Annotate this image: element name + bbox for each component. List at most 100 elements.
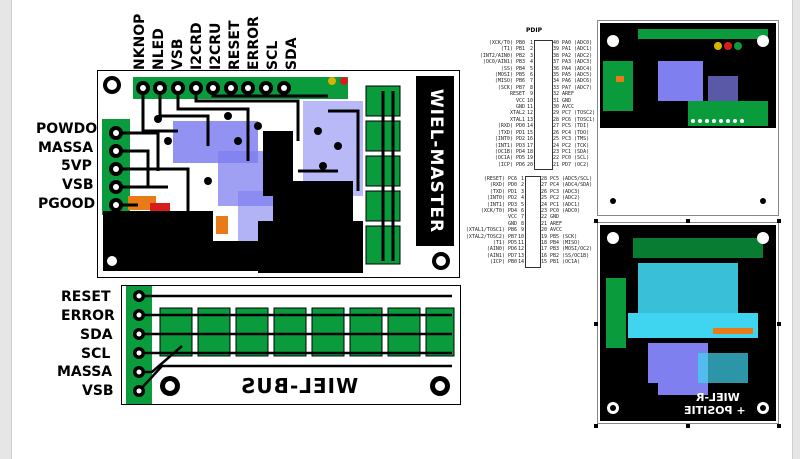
left-label-powdo: POWDO: [36, 121, 98, 137]
thumb2-artwork: [600, 225, 776, 421]
top-label-scl: SCL: [265, 40, 281, 70]
pin-label: (SS) PB4: [500, 65, 525, 72]
main-board-artwork: [102, 76, 454, 273]
top-label-i2crd: I2CRD: [189, 22, 205, 70]
pin-label: 26: [541, 188, 548, 195]
chip2-body: [525, 176, 541, 268]
pin-label: (RESET) PC6: [483, 176, 517, 182]
pin-label: PB5 (SCK): [550, 233, 578, 240]
pin-label: (T1) PB1: [500, 46, 525, 53]
pin-label: 19: [526, 155, 533, 162]
pin-label: 15: [526, 129, 533, 136]
pin-label: 11: [526, 104, 533, 111]
pin-label: (XCK/T0) PB0: [488, 40, 525, 46]
pin-label: 3: [529, 52, 533, 59]
pin-label: (AIN1) PD7: [486, 252, 517, 259]
pin-label: (INT0) PD2: [486, 195, 517, 202]
top-label-nled: NLED: [151, 28, 167, 70]
pin-label: (INT2/AIN0) PB2: [479, 52, 525, 59]
pin-label: GND: [550, 214, 560, 221]
top-label-reset: RESET: [227, 20, 243, 70]
page-edge-left: [0, 0, 12, 459]
pin-label: 30: [553, 104, 560, 111]
pin-label: 22: [541, 214, 548, 221]
pin-label: 10: [526, 97, 533, 104]
pin-label: 12: [526, 110, 533, 117]
pin-label: 4: [529, 59, 533, 66]
chip1-title: PDIP: [526, 27, 543, 34]
top-label-error: ERROR: [246, 16, 262, 70]
bus-board-title: WIEL-BUS: [240, 374, 359, 398]
pin-label: 29: [553, 110, 560, 117]
top-label-vsb: VSB: [170, 38, 186, 70]
pin-label: (XCK/T0) PD4: [480, 208, 517, 215]
pin-label: 2: [520, 182, 524, 189]
pin-label: PA6 (ADC6): [562, 78, 593, 85]
pin-label: (TXD) PD1: [497, 129, 525, 136]
handle-bl[interactable]: [594, 424, 598, 428]
chip2-right-pins: PC5 (ADC5/SCL)PC4 (ADC4/SDA)PC3 (ADC3)PC…: [550, 176, 600, 266]
pin-label: 34: [553, 78, 560, 85]
bus-label-vsb: VSB: [82, 383, 114, 399]
pin-label: (MISO) PB6: [494, 78, 525, 85]
pin-label: 18: [526, 148, 533, 155]
pin-label: 28: [541, 176, 548, 182]
main-board[interactable]: WIEL-MASTER: [97, 70, 460, 278]
bus-board-artwork: [126, 286, 455, 404]
pin-label: (RXD) PD0: [497, 123, 525, 130]
pin-label: XTAL2: [509, 110, 525, 117]
pin-label: 26: [553, 129, 560, 136]
pin-label: 15: [541, 259, 548, 266]
pin-label: 31: [553, 97, 560, 104]
pin-label: 14: [526, 123, 533, 130]
pin-label: 6: [520, 208, 524, 215]
pin-label: 17: [541, 246, 548, 253]
pin-label: 27: [541, 182, 548, 189]
pin-label: PC6 (TOSC1): [562, 116, 596, 123]
pin-label: 3: [520, 188, 524, 195]
handle-tm[interactable]: [686, 219, 690, 223]
top-label-nknop: NKNOP: [132, 13, 148, 70]
pin-label: PB3 (MOSI/OC2): [550, 246, 593, 253]
left-label-vsb: VSB: [62, 177, 94, 193]
pin-label: 21: [553, 161, 560, 168]
chip1-body: [534, 40, 553, 170]
pin-label: PB1 (OC1A): [550, 259, 581, 266]
pin-label: PC5 (ADC5/SCL): [550, 176, 593, 182]
handle-bm[interactable]: [686, 424, 690, 428]
pin-label: GND: [515, 104, 525, 111]
pin-label: (OC1A) PD5: [494, 155, 525, 162]
pin-label: 16: [541, 252, 548, 259]
thumb-board-2[interactable]: WIEL-R + POSITIE: [597, 222, 779, 424]
handle-br[interactable]: [777, 424, 781, 428]
handle-tl[interactable]: [594, 219, 598, 223]
handle-tr[interactable]: [777, 219, 781, 223]
pin-label: 32: [553, 91, 560, 98]
pin-label: 2: [529, 46, 533, 53]
pin-label: AREF: [562, 91, 575, 98]
thumb-board-1[interactable]: [597, 20, 779, 216]
handle-ml[interactable]: [594, 322, 598, 326]
pin-label: (XTAL2/TOSC2) PB7: [465, 233, 517, 240]
pin-label: 12: [517, 246, 524, 253]
pin-label: PD7 (OC2): [562, 161, 590, 168]
pin-label: PC3 (TMS): [562, 136, 590, 143]
pin-label: PA1 (ADC1): [562, 46, 593, 53]
pin-label: 14: [517, 259, 524, 266]
chip2-left-pins: (RESET) PC6(RXD) PD0(TXD) PD1(INT0) PD2(…: [462, 176, 517, 266]
pin-label: 23: [553, 148, 560, 155]
pin-label: 18: [541, 240, 548, 247]
pin-label: 27: [553, 123, 560, 130]
pin-label: (INT1) PD3: [494, 142, 525, 149]
pin-label: 8: [520, 220, 524, 227]
left-label-massa: MASSA: [38, 140, 94, 156]
handle-mr[interactable]: [777, 322, 781, 326]
pin-label: 38: [553, 52, 560, 59]
pin-label: 23: [541, 208, 548, 215]
bus-board[interactable]: WIEL-BUS: [121, 285, 461, 405]
pin-label: (XTAL1/TOSC1) PB6: [465, 227, 517, 234]
pin-label: PA0 (ADC0): [562, 40, 593, 46]
pin-label: 6: [529, 72, 533, 79]
